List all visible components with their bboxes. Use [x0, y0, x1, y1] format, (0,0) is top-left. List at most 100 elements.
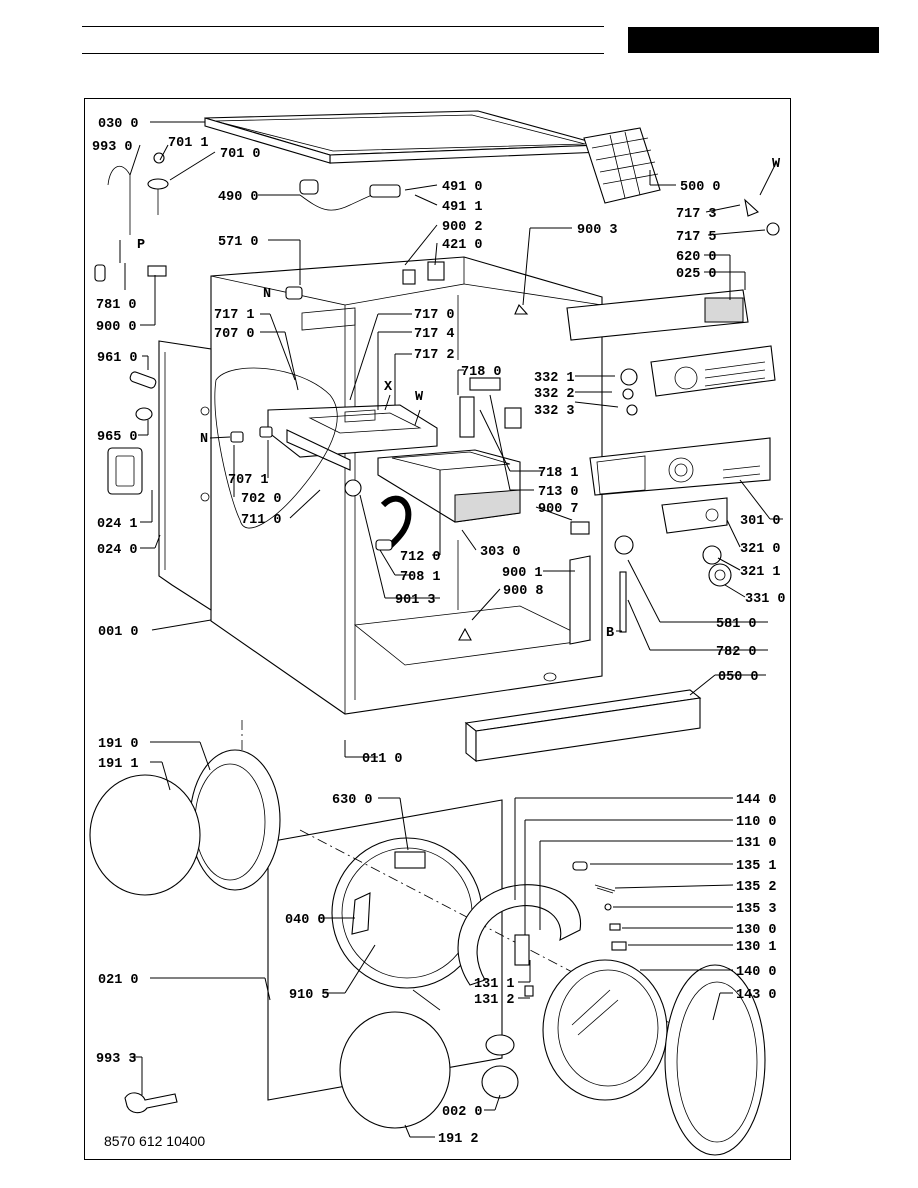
label-781-0: 781 0: [96, 298, 137, 313]
label-301-0: 301 0: [740, 514, 781, 529]
label-717-3: 717 3: [676, 207, 717, 222]
porthole-window: [339, 1011, 451, 1129]
callout-b: B: [606, 626, 614, 641]
label-050-0: 050 0: [718, 670, 759, 685]
rear-door-seal: [89, 749, 281, 896]
knobs: [614, 222, 780, 587]
label-713-0: 713 0: [538, 485, 579, 500]
label-702-0: 702 0: [241, 492, 282, 507]
label-332-1: 332 1: [534, 371, 575, 386]
label-332-2: 332 2: [534, 387, 575, 402]
label-191-2: 191 2: [438, 1132, 479, 1147]
leader-lines: [119, 121, 783, 1138]
label-024-0: 024 0: [97, 543, 138, 558]
label-701-0: 701 0: [220, 147, 261, 162]
label-901-3: 901 3: [395, 593, 436, 608]
label-910-5: 910 5: [289, 988, 330, 1003]
label-135-3: 135 3: [736, 902, 777, 917]
callout-n-top: N: [263, 287, 271, 302]
label-490-0: 490 0: [218, 190, 259, 205]
label-718-1: 718 1: [538, 466, 579, 481]
label-011-0: 011 0: [362, 752, 403, 767]
label-191-0: 191 0: [98, 737, 139, 752]
label-303-0: 303 0: [480, 545, 521, 560]
door-glass: [542, 959, 668, 1101]
label-135-2: 135 2: [736, 880, 777, 895]
label-143-0: 143 0: [736, 988, 777, 1003]
label-900-8: 900 8: [503, 584, 544, 599]
label-711-0: 711 0: [241, 513, 282, 528]
label-130-0: 130 0: [736, 923, 777, 938]
label-900-7: 900 7: [538, 502, 579, 517]
label-131-0: 131 0: [736, 836, 777, 851]
label-630-0: 630 0: [332, 793, 373, 808]
label-900-0: 900 0: [96, 320, 137, 335]
label-491-0: 491 0: [442, 180, 483, 195]
callout-p: P: [137, 238, 145, 253]
header-rule-bottom: [82, 53, 604, 54]
label-024-1: 024 1: [97, 517, 138, 532]
label-321-1: 321 1: [740, 565, 781, 580]
door-hinge-parts: [412, 861, 627, 1099]
label-135-1: 135 1: [736, 859, 777, 874]
label-717-4: 717 4: [414, 327, 455, 342]
callout-x: X: [384, 380, 393, 395]
label-707-0: 707 0: [214, 327, 255, 342]
label-040-0: 040 0: [285, 913, 326, 928]
label-144-0: 144 0: [736, 793, 777, 808]
label-581-0: 581 0: [716, 617, 757, 632]
part-labels: 030 0 993 0 701 1 701 0 490 0 491 0 491 …: [92, 117, 786, 1147]
label-993-3: 993 3: [96, 1052, 137, 1067]
label-900-1: 900 1: [502, 566, 543, 581]
label-500-0: 500 0: [680, 180, 721, 195]
detergent-drawer: [377, 449, 521, 523]
catalog-number: 8570 612 10400: [104, 1133, 205, 1149]
small-parts: [94, 152, 760, 645]
label-421-0: 421 0: [442, 238, 483, 253]
filter-parts: [107, 371, 157, 495]
label-191-1: 191 1: [98, 757, 139, 772]
label-993-0: 993 0: [92, 140, 133, 155]
label-110-0: 110 0: [736, 815, 777, 830]
label-021-0: 021 0: [98, 973, 139, 988]
diagram-frame: [84, 98, 791, 1160]
side-panel: [158, 340, 212, 612]
front-panel: [241, 720, 761, 1101]
label-965-0: 965 0: [97, 430, 138, 445]
label-025-0: 025 0: [676, 267, 717, 282]
kickplate: [464, 689, 702, 763]
header-black-tab: [628, 27, 879, 53]
callout-w-top: W: [772, 157, 781, 172]
label-717-0: 717 0: [414, 308, 455, 323]
label-712-0: 712 0: [400, 550, 441, 565]
label-321-0: 321 0: [740, 542, 781, 557]
door-key-tool: [124, 1092, 178, 1114]
label-131-2: 131 2: [474, 993, 515, 1008]
label-718-0: 718 0: [461, 365, 502, 380]
label-961-0: 961 0: [97, 351, 138, 366]
label-620-0: 620 0: [676, 250, 717, 265]
label-030-0: 030 0: [98, 117, 139, 132]
label-708-1: 708 1: [400, 570, 441, 585]
detergent-housing: [267, 404, 438, 471]
label-900-2: 900 2: [442, 220, 483, 235]
fascia-panel: [589, 437, 771, 534]
label-717-5: 717 5: [676, 230, 717, 245]
label-900-3: 900 3: [577, 223, 618, 238]
control-module: [566, 289, 776, 397]
electronics-board: [583, 127, 661, 204]
door-outer-ring: [664, 964, 766, 1156]
header-rule-top: [82, 26, 604, 27]
label-782-0: 782 0: [716, 645, 757, 660]
label-717-1: 717 1: [214, 308, 255, 323]
door-inner-ring: [457, 884, 582, 1056]
label-717-2: 717 2: [414, 348, 455, 363]
label-131-1: 131 1: [474, 977, 515, 992]
callout-w-mid: W: [415, 390, 424, 405]
label-491-1: 491 1: [442, 200, 483, 215]
label-001-0: 001 0: [98, 625, 139, 640]
label-701-1: 701 1: [168, 136, 209, 151]
label-331-0: 331 0: [745, 592, 786, 607]
label-707-1: 707 1: [228, 473, 269, 488]
